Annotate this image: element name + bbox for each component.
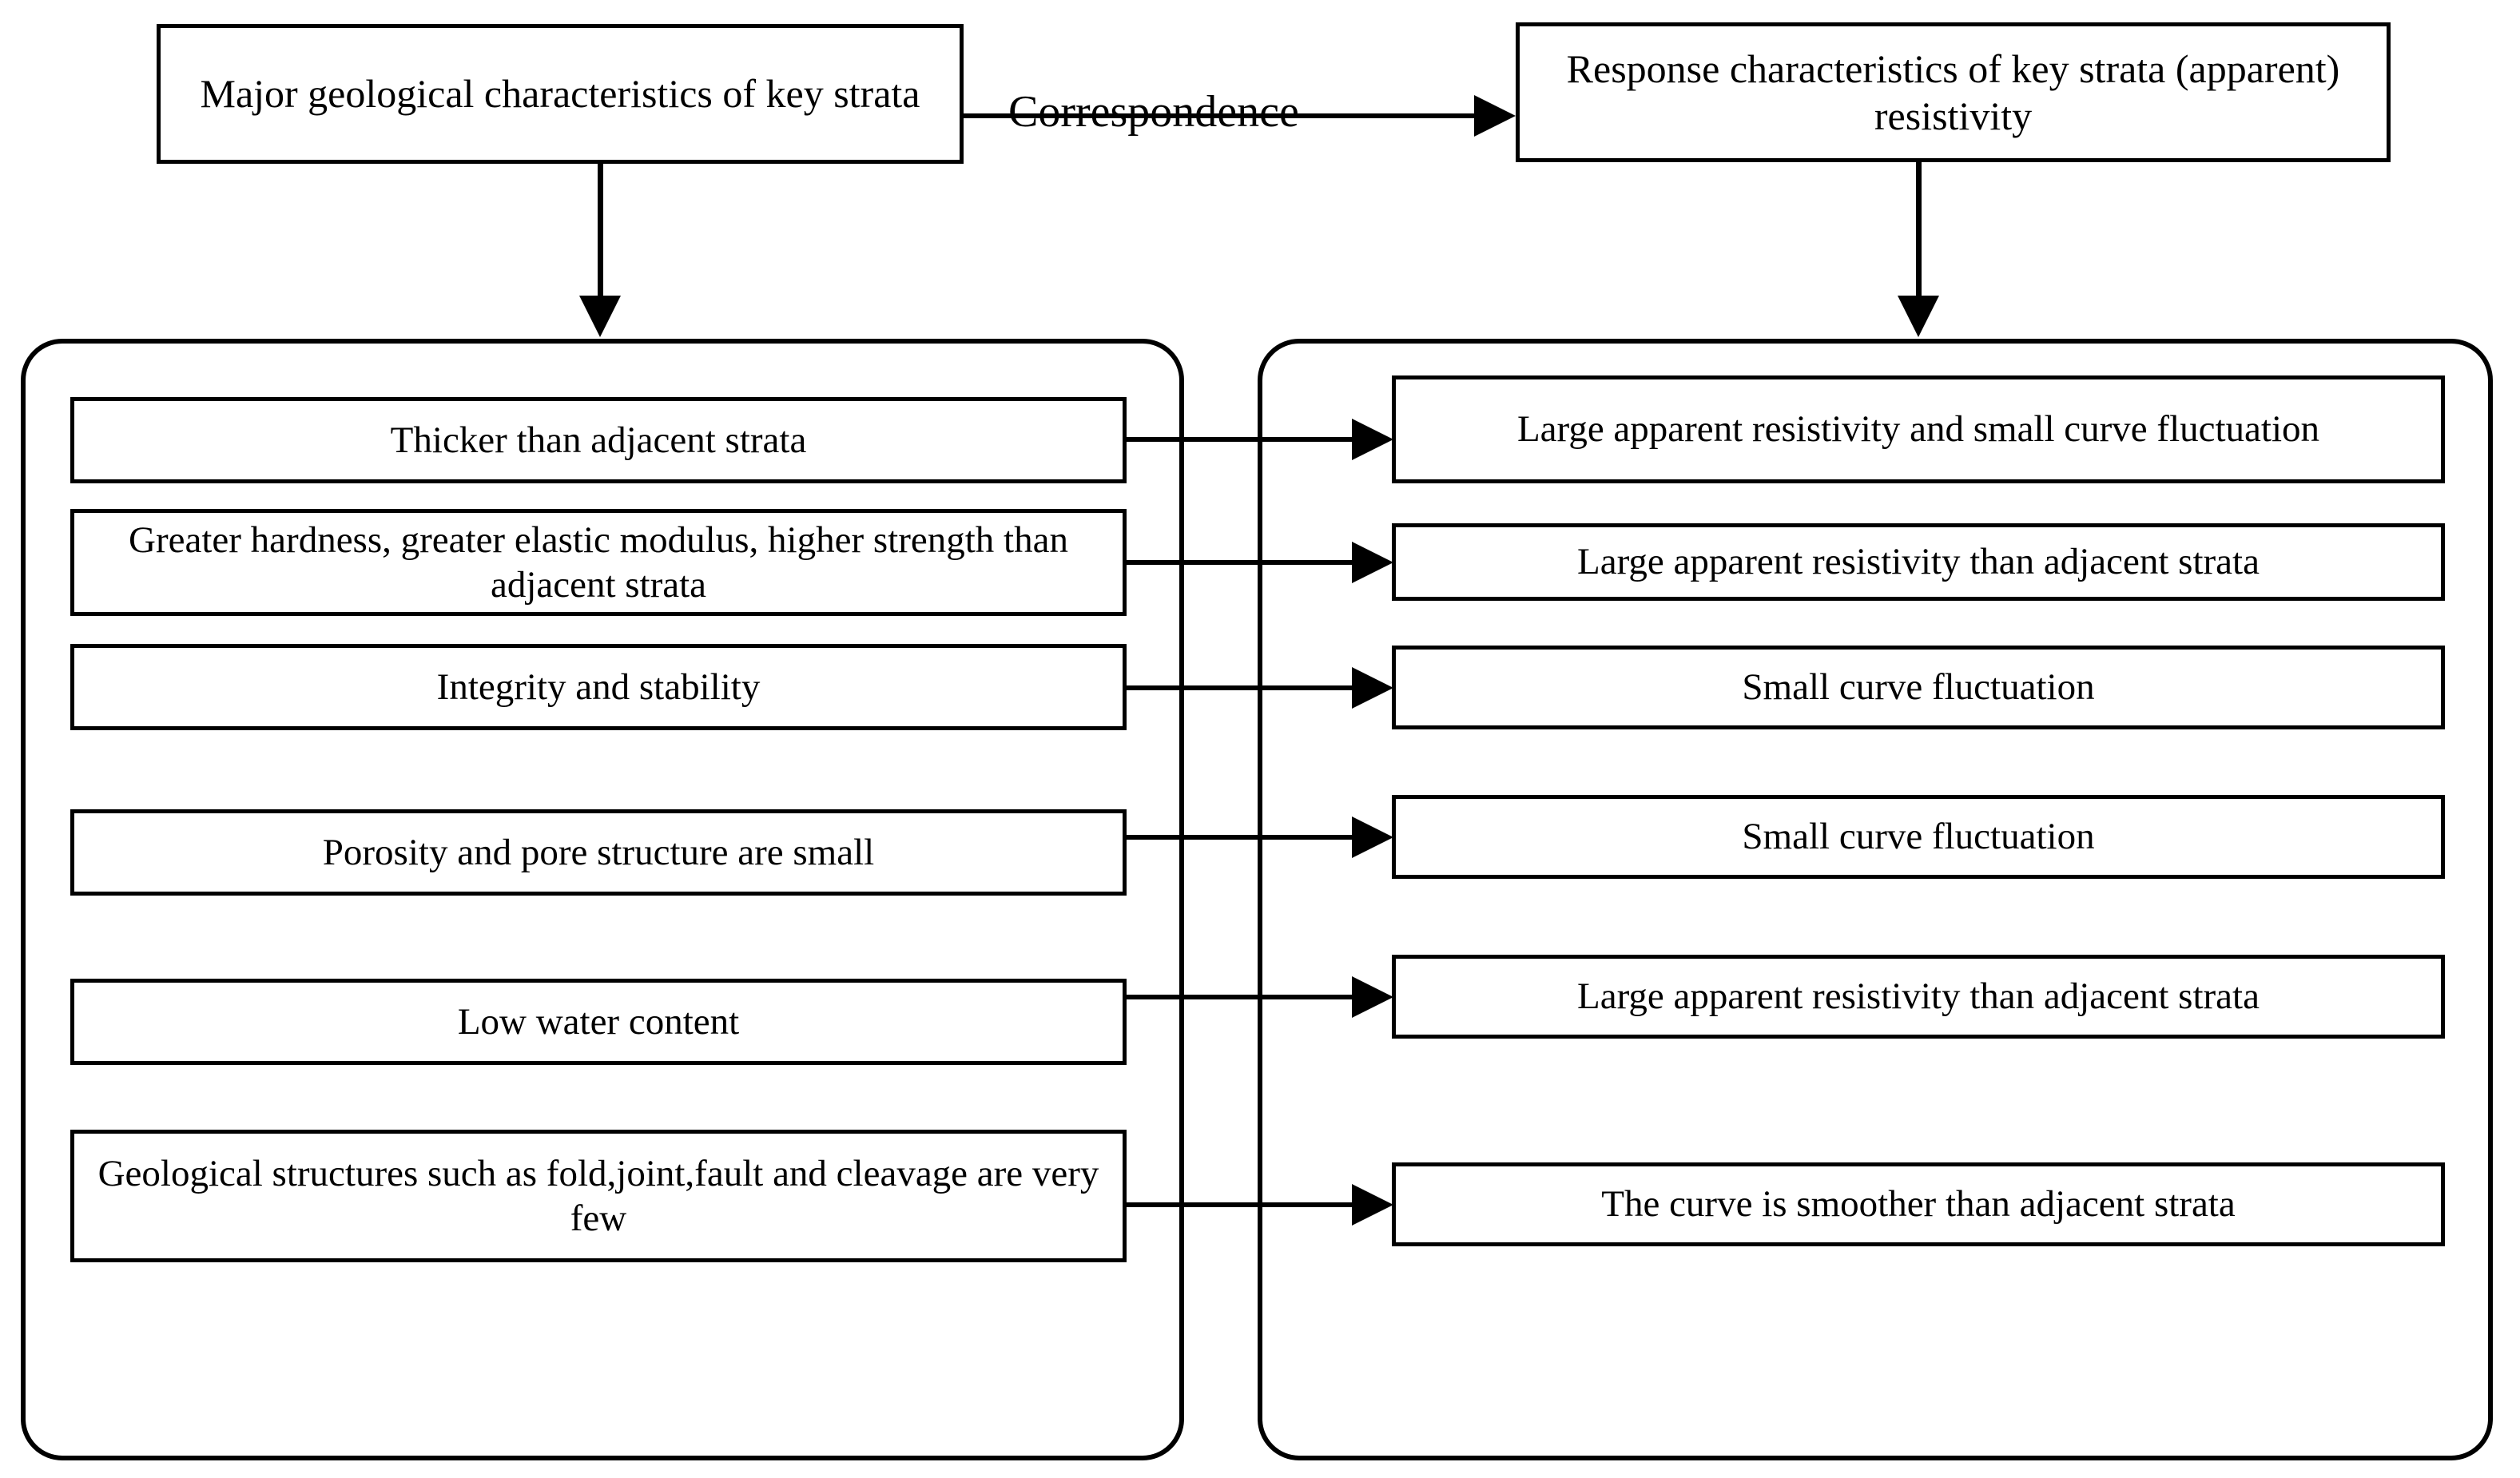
pair-connector-line-5 — [1125, 995, 1365, 999]
left-item-2: Greater hardness, greater elastic modulu… — [70, 509, 1127, 616]
right-item-6: The curve is smoother than adjacent stra… — [1392, 1162, 2445, 1246]
left-item-3: Integrity and stability — [70, 644, 1127, 730]
left-group-container — [21, 339, 1184, 1460]
pair-connector-line-4 — [1125, 835, 1365, 840]
right-item-1: Large apparent resistivity and small cur… — [1392, 375, 2445, 483]
right-item-3: Small curve fluctuation — [1392, 646, 2445, 729]
left-item-1: Thicker than adjacent strata — [70, 397, 1127, 483]
right-header-down-line — [1916, 162, 1922, 302]
pair-arrowhead-5 — [1352, 976, 1393, 1018]
pair-arrowhead-3 — [1352, 667, 1393, 709]
pair-arrowhead-4 — [1352, 816, 1393, 858]
pair-arrowhead-6 — [1352, 1184, 1393, 1226]
pair-connector-line-2 — [1125, 560, 1365, 565]
pair-connector-line-1 — [1125, 437, 1365, 442]
left-header-down-line — [598, 164, 603, 304]
header-box-resistivity-response: Response characteristics of key strata (… — [1516, 22, 2391, 162]
pair-arrowhead-1 — [1352, 419, 1393, 460]
pair-arrowhead-2 — [1352, 542, 1393, 583]
correspondence-connector-line — [964, 113, 1507, 118]
right-item-4: Small curve fluctuation — [1392, 795, 2445, 879]
right-header-down-arrowhead — [1898, 296, 1939, 337]
header-box-geological-characteristics: Major geological characteristics of key … — [157, 24, 964, 164]
right-item-5: Large apparent resistivity than adjacent… — [1392, 955, 2445, 1039]
left-header-down-arrowhead — [579, 296, 621, 337]
correspondence-arrowhead — [1474, 95, 1516, 137]
left-item-5: Low water content — [70, 979, 1127, 1065]
right-item-2: Large apparent resistivity than adjacent… — [1392, 523, 2445, 601]
correspondence-label: Correspondence — [1008, 87, 1299, 137]
pair-connector-line-3 — [1125, 685, 1365, 690]
pair-connector-line-6 — [1125, 1202, 1365, 1207]
left-item-4: Porosity and pore structure are small — [70, 809, 1127, 896]
left-item-6: Geological structures such as fold,joint… — [70, 1130, 1127, 1262]
right-group-container — [1258, 339, 2493, 1460]
